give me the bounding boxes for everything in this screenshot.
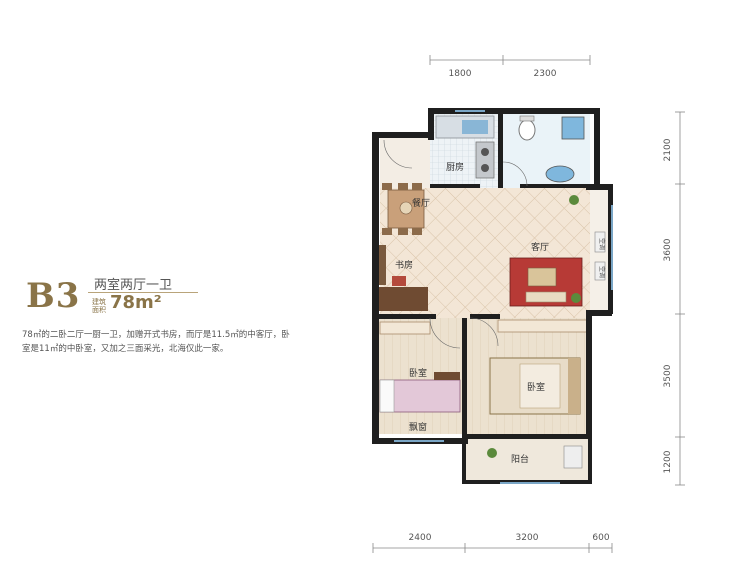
dim-right-4: 1200 xyxy=(663,450,673,473)
dim-bottom-3: 600 xyxy=(592,533,609,543)
unit-title-block: B3 两室两厅一卫 建筑面积 78m² 78㎡的二卧二厅一厨一卫，加赠开式书房，… xyxy=(22,270,312,370)
bathroom-fixtures xyxy=(518,115,585,183)
area-value: 78m² xyxy=(110,292,162,313)
room-label-bay-window: 飘窗 xyxy=(409,421,427,433)
dim-top-1: 1800 xyxy=(449,69,472,79)
unit-code: B3 xyxy=(26,276,81,316)
living-room-furniture xyxy=(509,195,606,307)
unit-description: 78㎡的二卧二厅一厨一卫，加赠开式书房，而厅是11.5㎡的中客厅，卧室是11㎡的… xyxy=(22,330,290,354)
room-label-kitchen: 厨房 xyxy=(446,161,464,173)
dim-bottom-1: 2400 xyxy=(409,533,432,543)
door-swings xyxy=(383,139,528,349)
dim-right-3: 3500 xyxy=(663,364,673,387)
right-bedroom-bed xyxy=(489,357,581,415)
dimension-lines xyxy=(372,55,685,553)
dim-right-1: 2100 xyxy=(663,138,673,161)
room-label-balcony: 阳台 xyxy=(511,453,529,465)
windows xyxy=(394,110,613,484)
divider xyxy=(88,292,198,293)
ac-label-2: 空调 xyxy=(598,266,606,278)
left-bedroom-bed xyxy=(379,372,461,413)
room-label-study: 书房 xyxy=(395,259,413,271)
area-label: 建筑面积 xyxy=(92,298,106,314)
layout-type: 两室两厅一卫 xyxy=(94,278,173,293)
dim-bottom-2: 3200 xyxy=(516,533,539,543)
room-label-bedroom-right: 卧室 xyxy=(527,381,545,393)
dim-right-2: 3600 xyxy=(663,238,673,261)
balcony-fixtures xyxy=(487,445,583,469)
dim-top-2: 2300 xyxy=(534,69,557,79)
wardrobes xyxy=(379,319,589,335)
ac-label-1: 空调 xyxy=(598,238,606,250)
kitchen-fixtures xyxy=(435,115,495,179)
study-desk xyxy=(378,245,428,311)
room-label-dining: 餐厅 xyxy=(412,197,430,209)
room-label-living: 客厅 xyxy=(531,241,549,253)
dining-table xyxy=(382,183,425,235)
room-label-bedroom-left: 卧室 xyxy=(409,367,427,379)
